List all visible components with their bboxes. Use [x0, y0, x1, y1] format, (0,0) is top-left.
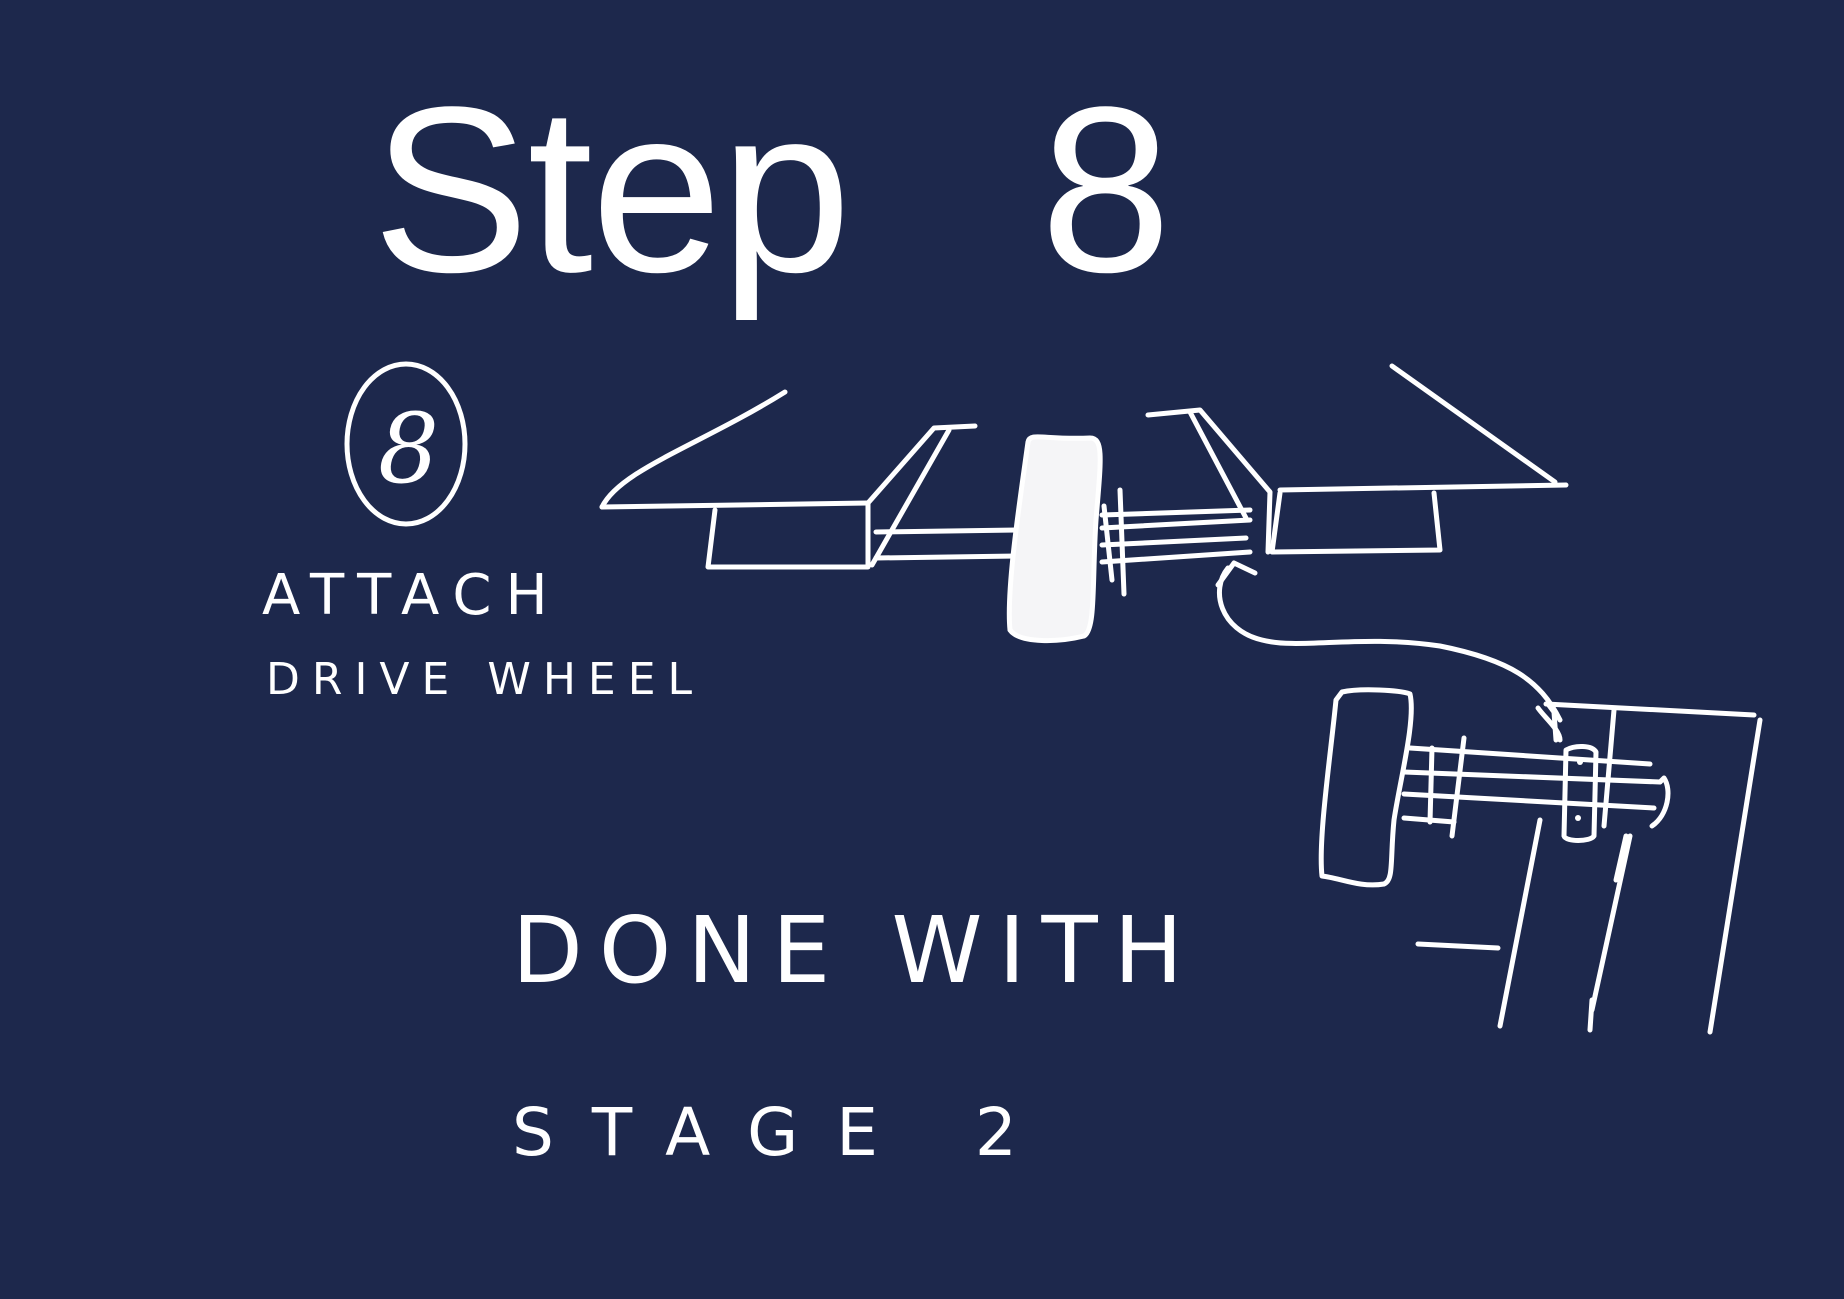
- chassis-left-arm: [599, 389, 1021, 570]
- axle-hub: [1099, 487, 1253, 597]
- step-number-badge: 8: [344, 361, 468, 527]
- drive-wheel: [1006, 434, 1103, 644]
- completion-line1: DONE WITH: [512, 897, 1199, 1004]
- detail-sketch: [1318, 687, 1763, 1035]
- completion-line2: STAGE 2: [512, 1094, 1055, 1171]
- badge-circle: [344, 361, 468, 527]
- chassis-right-arm: [1145, 363, 1569, 555]
- badge-number: 8: [378, 393, 439, 505]
- step-instruction-line2: DRIVE WHEEL: [266, 654, 705, 705]
- step-instruction-line1: ATTACH: [262, 563, 562, 628]
- step-title: Step 8: [372, 58, 1171, 322]
- pointer-arrow: [1215, 560, 1563, 723]
